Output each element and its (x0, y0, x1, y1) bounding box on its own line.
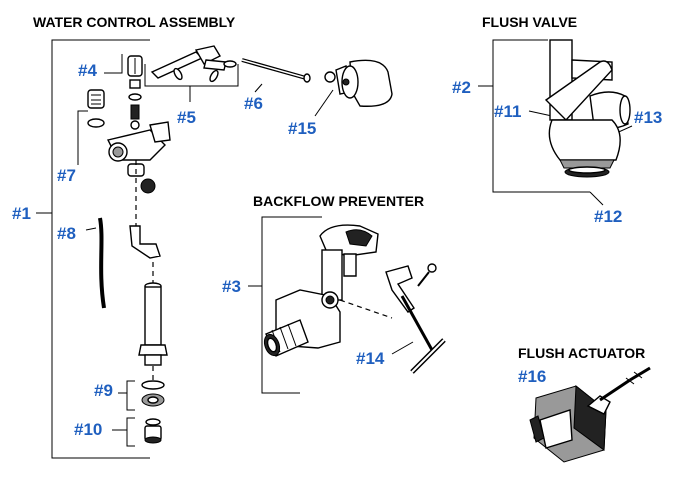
bracket-part-7 (77, 110, 88, 165)
leader-part-6 (254, 83, 263, 93)
callout-11: #11 (494, 102, 521, 121)
leader-part-15 (314, 89, 334, 117)
part-7-drawing (87, 89, 105, 128)
part-10-drawing (144, 418, 162, 444)
bracket-water-control (36, 39, 150, 459)
part-6-drawing (241, 58, 311, 83)
part-15-drawing (324, 59, 393, 107)
callout-12: #12 (594, 207, 622, 226)
bracket-part-10 (112, 417, 135, 447)
part-1-spout (129, 225, 161, 259)
part-11-drawing (544, 60, 613, 122)
leader-part-12 (589, 191, 604, 206)
header-flush-actuator: FLUSH ACTUATOR (518, 345, 645, 361)
screw-icon (417, 263, 437, 287)
part-4-drawing (127, 55, 143, 130)
callout-3: #3 (222, 277, 241, 296)
callout-2: #2 (452, 78, 471, 97)
leader-part-14 (391, 341, 414, 355)
part-8-drawing (98, 217, 106, 309)
callout-9: #9 (94, 381, 113, 400)
bracket-backflow (248, 216, 322, 394)
header-backflow-preventer: BACKFLOW PREVENTER (253, 193, 424, 209)
callout-13: #13 (634, 108, 662, 127)
leader-part-11 (528, 110, 553, 117)
callout-5: #5 (177, 108, 196, 127)
callout-6: #6 (244, 94, 263, 113)
header-water-control-assembly: WATER CONTROL ASSEMBLY (33, 14, 236, 30)
header-flush-valve: FLUSH VALVE (482, 14, 577, 30)
backflow-threaded-inlet (263, 319, 309, 357)
callout-15: #15 (288, 119, 316, 138)
callout-10: #10 (74, 420, 102, 439)
assembly-line-backflow (339, 299, 393, 319)
callout-7: #7 (57, 166, 76, 185)
part-12-drawing (548, 119, 621, 178)
part-14-drawing (385, 263, 446, 374)
part-3-drawing (263, 224, 379, 357)
bracket-part-5 (144, 64, 239, 87)
part-5-drawing (150, 45, 237, 83)
callout-14: #14 (356, 349, 385, 368)
part-9-drawing (141, 380, 165, 407)
callout-8: #8 (57, 224, 76, 243)
part-1-tube (138, 282, 168, 366)
callout-4: #4 (78, 61, 97, 80)
bracket-part-4 (104, 54, 123, 74)
callout-16: #16 (518, 367, 546, 386)
part-1-valve-body (106, 121, 171, 194)
leader-part-8 (85, 227, 97, 231)
part-16-drawing (529, 366, 651, 463)
bracket-flush-valve (478, 39, 590, 193)
bracket-part-9 (118, 380, 135, 411)
callout-1: #1 (12, 204, 31, 223)
